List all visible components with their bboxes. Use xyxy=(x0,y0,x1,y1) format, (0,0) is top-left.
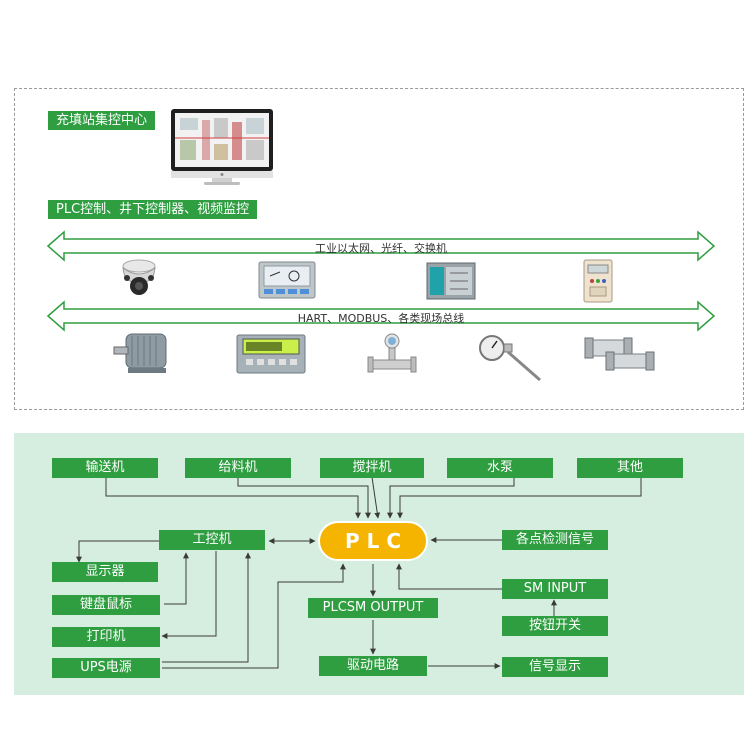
detection-signals-box: 各点检测信号 xyxy=(502,530,608,550)
keyboard-mouse-box: 键盘鼠标 xyxy=(52,595,160,615)
dome-camera-icon xyxy=(122,259,156,295)
flow-meter-icon xyxy=(367,333,417,373)
conveyor-box: 输送机 xyxy=(52,458,158,478)
water-pump-box: 水泵 xyxy=(447,458,553,478)
monitor-icon xyxy=(171,109,273,185)
display-box: 显示器 xyxy=(52,562,158,582)
ipc-box: 工控机 xyxy=(159,530,265,550)
ups-box: UPS电源 xyxy=(52,658,160,678)
plcsm-output-box: PLCSM OUTPUT xyxy=(308,598,438,618)
feeder-box: 给料机 xyxy=(185,458,291,478)
fieldbus-arrow xyxy=(46,300,716,332)
control-center-label: 充填站集控中心 xyxy=(48,111,156,130)
network-panel xyxy=(14,88,744,410)
thermometer-gauge-icon xyxy=(479,335,541,382)
pneumatic-cylinder-icon xyxy=(584,337,655,371)
electric-motor-icon xyxy=(113,333,167,373)
plc-control-label: PLC控制、井下控制器、视频监控 xyxy=(48,200,258,219)
hmi-panel-icon xyxy=(258,261,316,299)
plc-node: PLC xyxy=(318,521,428,561)
ethernet-bus-arrow xyxy=(46,230,716,262)
signal-display-box: 信号显示 xyxy=(502,657,608,677)
plc-module-icon xyxy=(426,262,476,300)
mixer-box: 搅拌机 xyxy=(320,458,424,478)
drive-circuit-box: 驱动电路 xyxy=(319,656,427,676)
weighing-indicator-icon xyxy=(236,334,306,374)
wall-controller-icon xyxy=(583,259,613,303)
sm-input-box: SM INPUT xyxy=(502,579,608,599)
ethernet-bus-label: 工业以太网、光纤、交换机 xyxy=(315,242,447,255)
other-box: 其他 xyxy=(577,458,683,478)
printer-box: 打印机 xyxy=(52,627,160,647)
button-switch-box: 按钮开关 xyxy=(502,616,608,636)
fieldbus-label: HART、MODBUS、各类现场总线 xyxy=(297,312,465,325)
